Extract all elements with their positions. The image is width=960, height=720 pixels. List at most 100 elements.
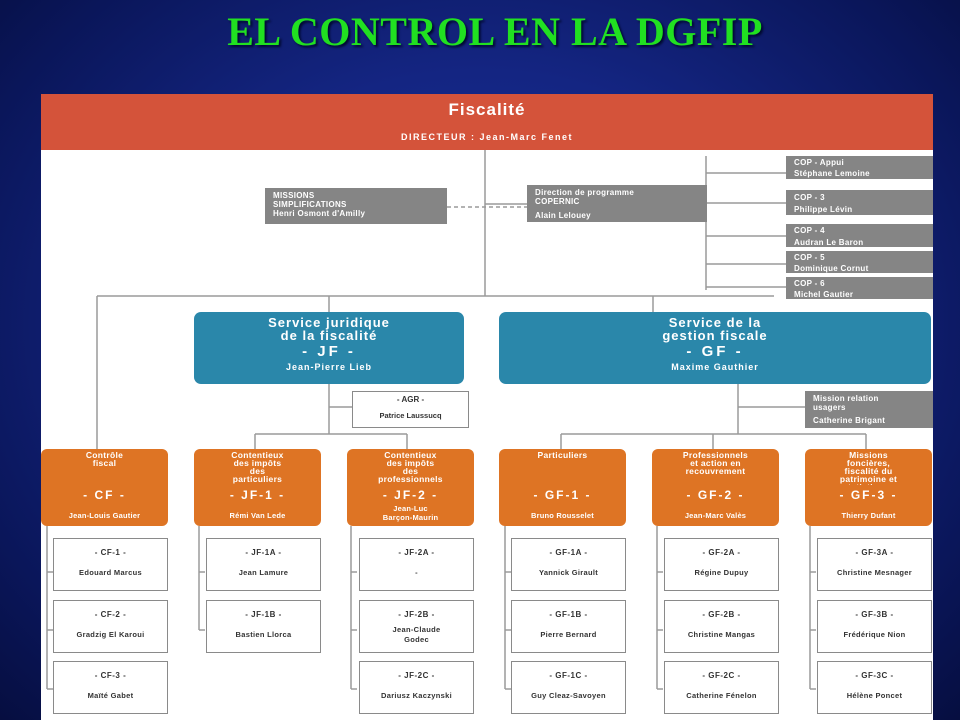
- mission-usagers-head: Catherine Brigant: [813, 416, 886, 425]
- bureau-box: - JF-1B - Bastien Llorca: [206, 600, 321, 653]
- missions-simplifications-line2: SIMPLIFICATIONS: [273, 200, 347, 209]
- division-title-line: des: [402, 466, 419, 476]
- service-gf-box: Service de la gestion fiscale - GF - Max…: [499, 312, 931, 384]
- service-head: Maxime Gauthier: [671, 362, 759, 372]
- bureau-head: Jean-Claude: [392, 625, 441, 634]
- division-title-line: Professionnels: [682, 450, 749, 460]
- division-title-line: professionnels: [378, 474, 443, 484]
- bureau-code: - JF-2A -: [398, 548, 435, 557]
- division-title-line: des: [249, 466, 266, 476]
- division-title-line: Missions: [849, 450, 888, 460]
- bureau-head: Bastien Llorca: [235, 630, 292, 639]
- cop-head: Audran Le Baron: [794, 238, 864, 247]
- bureau-box: - GF-3C -Hélène Poncet: [817, 661, 932, 714]
- bureau-code: - JF-1A -: [245, 548, 282, 557]
- service-jf-box: Service juridique de la fiscalité - JF -…: [194, 312, 464, 384]
- division-head: Jean-Louis Gautier: [68, 511, 141, 520]
- bureau-box: - GF-1C -Guy Cleaz-Savoyen: [511, 661, 626, 714]
- service-code: - JF -: [302, 343, 356, 360]
- bureau-code: - GF-3A -: [855, 548, 894, 557]
- bureau-box: - JF-1A -Jean Lamure: [206, 538, 321, 591]
- bureau-box: - CF-1 -Edouard Marcus: [53, 538, 168, 591]
- cop-head: Michel Gautier: [794, 290, 854, 299]
- cop-box: COP - 4 Audran Le Baron: [786, 224, 933, 247]
- bureau-code: - GF-2A -: [702, 548, 741, 557]
- division-title-line: Particuliers: [537, 450, 588, 460]
- mission-usagers-line1: Mission relation: [813, 394, 879, 403]
- bureau-head: Régine Dupuy: [694, 568, 749, 577]
- division-head-line2: Barçon-Maurin: [382, 513, 439, 522]
- bureau-code: - GF-1B -: [549, 610, 588, 619]
- division-title-line: Contrôle: [85, 450, 124, 460]
- division-code: - JF-2 -: [382, 488, 439, 502]
- mission-usagers-box: Mission relation usagers Catherine Briga…: [805, 391, 933, 428]
- agr-box: - AGR - Patrice Laussucq: [352, 391, 469, 428]
- division-title-line: foncières,: [846, 458, 891, 468]
- bureau-box: - GF-3A - Christine Mesnager: [817, 538, 932, 591]
- direction-fiscalite-box: Fiscalité DIRECTEUR : Jean-Marc Fenet: [41, 94, 933, 150]
- connector-lines: [46, 150, 867, 690]
- cop-label: COP - 5: [794, 253, 825, 262]
- cop-head: Philippe Lévin: [794, 205, 853, 214]
- bureau-box: - CF-3 - Maïté Gabet: [53, 661, 168, 714]
- bureau-code: - JF-2C -: [398, 671, 435, 680]
- cop-label: COP - Appui: [794, 158, 844, 167]
- missions-simplifications-line1: MISSIONS: [273, 191, 315, 200]
- bureau-code: - GF-1C -: [549, 671, 588, 680]
- bureau-code: - GF-2B -: [702, 610, 741, 619]
- division-title-line: fiscal: [92, 458, 117, 468]
- bureau-code: - CF-1 -: [94, 548, 127, 557]
- cop-box: COP - Appui Stéphane Lemoine: [786, 156, 933, 179]
- service-title-line1: Service juridique: [268, 315, 390, 330]
- bureau-box: - JF-2A - -: [359, 538, 474, 591]
- division-title-line: Contentieux: [384, 450, 437, 460]
- missions-simplifications-box: MISSIONS SIMPLIFICATIONS Henri Osmont d'…: [265, 188, 447, 224]
- bureau-box: - GF-1A - Yannick Girault: [511, 538, 626, 591]
- division-title-line: Contentieux: [231, 450, 284, 460]
- division-title-line: statistiques: [805, 483, 932, 485]
- direction-title: Fiscalité: [448, 100, 526, 119]
- division-code: - JF-1 -: [229, 488, 286, 502]
- division-code: - GF-3 -: [839, 488, 898, 502]
- service-title-line2: de la fiscalité: [280, 328, 378, 343]
- bureau-head: Gradzig El Karoui: [76, 630, 145, 639]
- bureau-code: - JF-1B -: [245, 610, 282, 619]
- division-title-line: recouvrement: [685, 466, 746, 476]
- cop-box: COP - 5 Dominique Cornut: [786, 251, 933, 273]
- bureau-box: - GF-2B - Christine Mangas: [664, 600, 779, 653]
- division-title-line: des impôts: [233, 458, 282, 468]
- division-code: - GF-2 -: [686, 488, 745, 502]
- bureau-head: Christine Mesnager: [836, 568, 912, 577]
- division-code: - GF-1 -: [533, 488, 592, 502]
- agr-head: Patrice Laussucq: [379, 411, 442, 420]
- division-title-line: fiscalité du: [844, 466, 893, 476]
- missions-simplifications-head: Henri Osmont d'Amilly: [273, 209, 366, 218]
- bureau-head: Christine Mangas: [687, 630, 756, 639]
- agr-code: - AGR -: [396, 395, 425, 404]
- bureau-head: Maïté Gabet: [87, 691, 134, 700]
- bureau-code: - GF-1A -: [549, 548, 588, 557]
- mission-usagers-line2: usagers: [813, 403, 846, 412]
- cop-box: COP - 6 Michel Gautier: [786, 277, 933, 299]
- bureau-head: Hélène Poncet: [846, 691, 903, 700]
- division-head: Rémi Van Lede: [229, 511, 286, 520]
- bureau-head: -: [415, 568, 418, 577]
- cop-head: Dominique Cornut: [794, 264, 869, 273]
- bureau-code: - CF-3 -: [94, 671, 127, 680]
- division-title-line: patrimoine et: [839, 474, 898, 484]
- service-title-line1: Service de la: [668, 315, 762, 330]
- cop-box: COP - 3 Philippe Lévin: [786, 190, 933, 215]
- bureau-code: - GF-3B -: [855, 610, 894, 619]
- bureau-box: - GF-2A - Régine Dupuy: [664, 538, 779, 591]
- bureau-head: Yannick Girault: [538, 568, 599, 577]
